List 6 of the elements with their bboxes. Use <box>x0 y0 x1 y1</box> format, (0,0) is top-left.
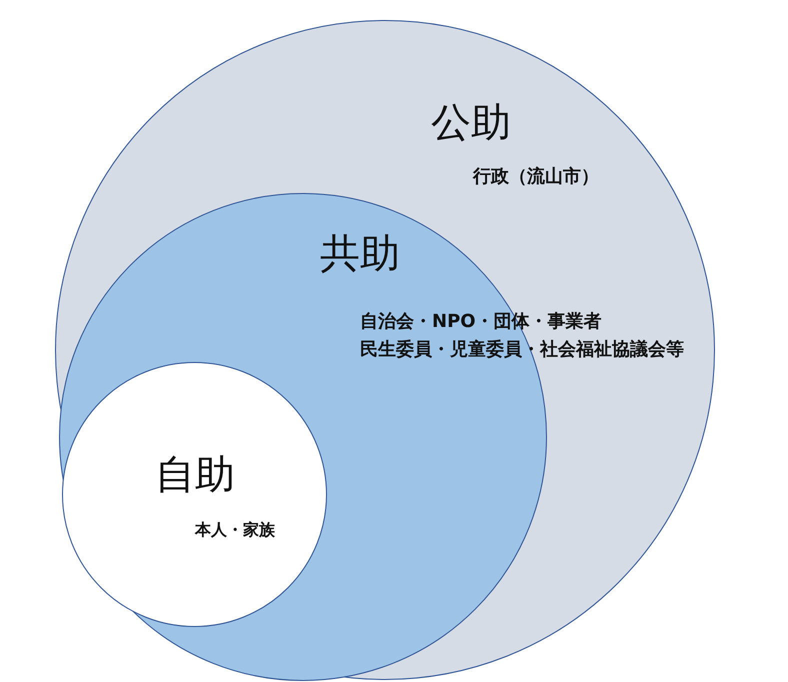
circle-heading: 共助 <box>320 232 400 276</box>
circle-caption: 本人・家族 <box>195 521 275 539</box>
circle-heading: 自助 <box>155 453 235 497</box>
circle-caption: 民生委員・児童委員・社会福祉協議会等 <box>360 340 684 360</box>
circle-caption: 行政（流山市） <box>473 167 599 187</box>
circle-heading: 公助 <box>431 101 511 145</box>
